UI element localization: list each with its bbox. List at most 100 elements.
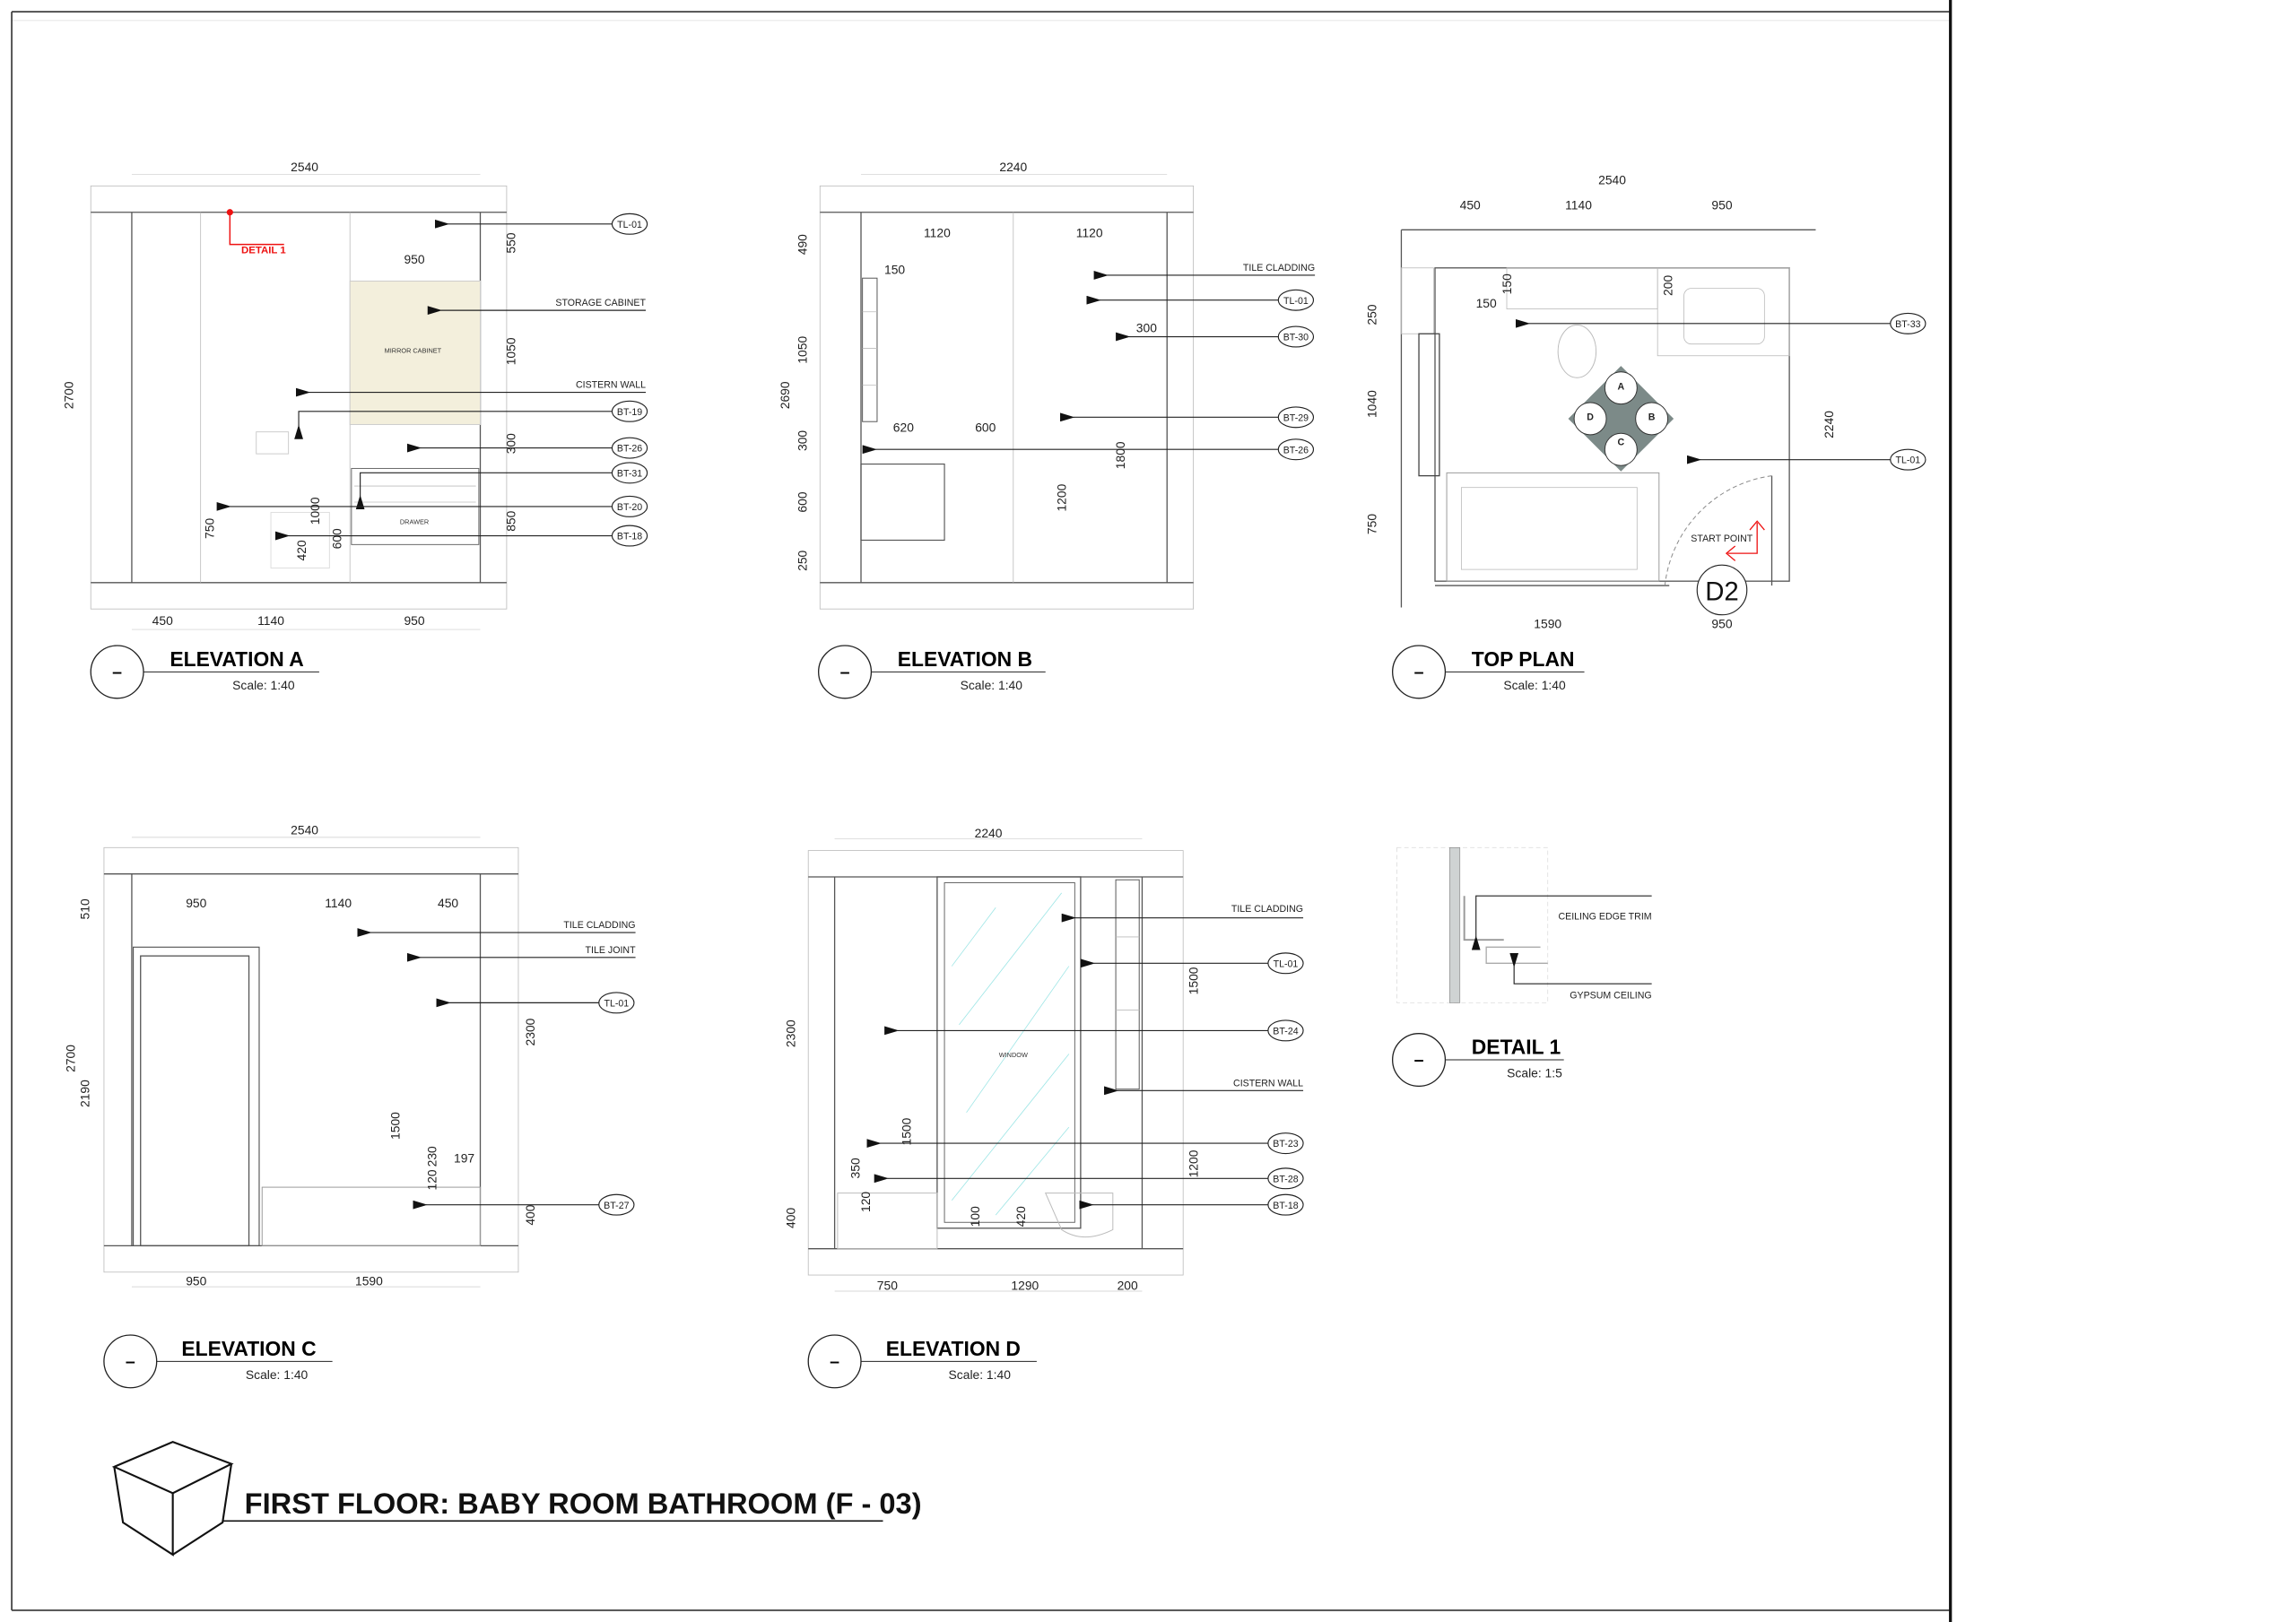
callout-label: TILE CLADDING <box>563 920 635 931</box>
elevation-a: MIRROR CABINET DRAWER DETAIL 1 2540 950 … <box>62 160 648 699</box>
dimension: 2540 <box>291 160 318 174</box>
view-scale: Scale: 1:40 <box>1503 678 1566 692</box>
callout-tag: TL-01 <box>1890 448 1926 471</box>
dimension: 620 <box>893 421 914 435</box>
callout-tag: BT-23 <box>1267 1132 1304 1155</box>
elevation-b: 2240 1120 1120 150 300 620 600 490 1050 … <box>778 160 1316 699</box>
callout-label: TILE CLADDING <box>1231 904 1303 915</box>
view-title-block: – ELEVATION C Scale: 1:40 <box>103 1334 333 1389</box>
dimension: 2300 <box>523 1018 537 1045</box>
svg-text:BT-18: BT-18 <box>1273 1201 1298 1211</box>
elevation-d: WINDOW 2240 2300 400 1500 350 120 100 42… <box>784 826 1304 1389</box>
glass-hatch <box>951 892 1070 1216</box>
door-elevation <box>133 946 260 1246</box>
cube-icon <box>111 1441 234 1557</box>
callout-label: STORAGE CABINET <box>555 298 646 308</box>
callout-label: TILE CLADDING <box>1243 263 1315 273</box>
dimension: 200 <box>1118 1278 1138 1292</box>
door-tag: D2 <box>1696 564 1748 616</box>
dimension: 1590 <box>355 1273 383 1288</box>
dimension: 2540 <box>1598 173 1626 187</box>
dimension: 1590 <box>1534 616 1561 630</box>
window-label: WINDOW <box>999 1051 1028 1059</box>
svg-text:BT-18: BT-18 <box>617 532 642 542</box>
dimension: 230 <box>425 1146 439 1167</box>
dimension: 150 <box>884 262 905 276</box>
dimension: 300 <box>796 430 810 451</box>
dimension: 950 <box>404 613 424 628</box>
dimension: 400 <box>784 1208 798 1228</box>
view-compass-key: A B C D <box>1568 366 1674 472</box>
dimension: 1120 <box>924 225 951 239</box>
dimension: 1140 <box>257 613 284 628</box>
dimension: 600 <box>329 528 344 549</box>
view-title: DETAIL 1 <box>1472 1036 1561 1059</box>
callout-tag: BT-33 <box>1890 312 1926 334</box>
dimension: 300 <box>504 433 518 454</box>
start-point-marker: START POINT <box>1691 520 1765 561</box>
svg-text:TL-01: TL-01 <box>1895 455 1920 466</box>
dimension: 1500 <box>900 1117 914 1145</box>
view-marker: – <box>840 663 850 682</box>
dimension: 750 <box>202 518 216 539</box>
callout-tag: BT-26 <box>611 437 648 459</box>
dimension: 2700 <box>63 1045 77 1072</box>
view-title: ELEVATION D <box>886 1337 1021 1360</box>
mirror-cabinet <box>349 280 481 425</box>
dimension: 1050 <box>796 336 810 364</box>
dimension: 420 <box>294 540 309 560</box>
view-marker: – <box>112 663 122 682</box>
svg-text:C: C <box>1618 437 1625 447</box>
dimension: 350 <box>848 1158 862 1178</box>
view-title: ELEVATION B <box>898 647 1032 671</box>
svg-text:BT-28: BT-28 <box>1273 1174 1298 1184</box>
callout-tag: TL-01 <box>1277 289 1315 311</box>
dimension: 1200 <box>1187 1149 1201 1177</box>
detail-1-ref-label: DETAIL 1 <box>241 245 286 256</box>
bathtub-end <box>837 1193 938 1250</box>
sheet-title: FIRST FLOOR: BABY ROOM BATHROOM (F - 03) <box>245 1487 922 1520</box>
svg-text:BT-30: BT-30 <box>1283 333 1309 343</box>
dimension: 1200 <box>1055 483 1069 511</box>
view-marker: – <box>1414 663 1424 682</box>
dimension: 250 <box>796 550 810 570</box>
svg-text:B: B <box>1648 412 1656 423</box>
svg-text:D2: D2 <box>1705 577 1739 606</box>
top-plan: A B C D START POINT D2 2540 450 1140 950… <box>1365 173 1926 699</box>
callout-label: CISTERN WALL <box>1233 1078 1303 1089</box>
dimension: 450 <box>1460 197 1481 212</box>
dimension: 250 <box>1365 304 1379 325</box>
dimension: 1000 <box>308 497 322 525</box>
dimension: 2300 <box>784 1019 798 1047</box>
dimension: 150 <box>1476 296 1497 310</box>
wc-pan <box>270 511 330 568</box>
view-marker: – <box>126 1352 135 1372</box>
dimension: 2240 <box>999 160 1027 174</box>
dimension: 150 <box>1500 273 1514 294</box>
view-scale: Scale: 1:40 <box>246 1367 309 1382</box>
wc-side <box>1044 1193 1114 1238</box>
callout-tag: BT-30 <box>1277 325 1315 348</box>
view-title-block: – DETAIL 1 Scale: 1:5 <box>1392 1033 1564 1088</box>
dimension: 450 <box>438 896 458 910</box>
dimension: 2240 <box>975 826 1003 840</box>
svg-text:BT-26: BT-26 <box>617 444 642 455</box>
dimension: 750 <box>877 1278 898 1292</box>
dimension: 1800 <box>1113 441 1127 469</box>
dimension: 120 <box>425 1169 439 1190</box>
view-title: ELEVATION A <box>170 647 303 671</box>
callout-tag: BT-31 <box>611 462 648 484</box>
view-marker: – <box>1414 1051 1424 1071</box>
svg-text:TL-01: TL-01 <box>1274 958 1299 969</box>
view-title-block: – TOP PLAN Scale: 1:40 <box>1392 645 1585 699</box>
svg-text:BT-20: BT-20 <box>617 502 642 513</box>
dimension: 950 <box>1711 616 1732 630</box>
callout-tag: BT-26 <box>1277 438 1315 461</box>
callout-tag: BT-19 <box>611 400 648 422</box>
dimension: 1050 <box>504 337 518 365</box>
callout-tag: TL-01 <box>1267 952 1304 975</box>
svg-text:BT-33: BT-33 <box>1895 319 1920 330</box>
dimension: 2240 <box>1822 411 1836 438</box>
detail-1-reference: DETAIL 1 <box>226 209 286 256</box>
window-frame <box>1418 333 1440 477</box>
